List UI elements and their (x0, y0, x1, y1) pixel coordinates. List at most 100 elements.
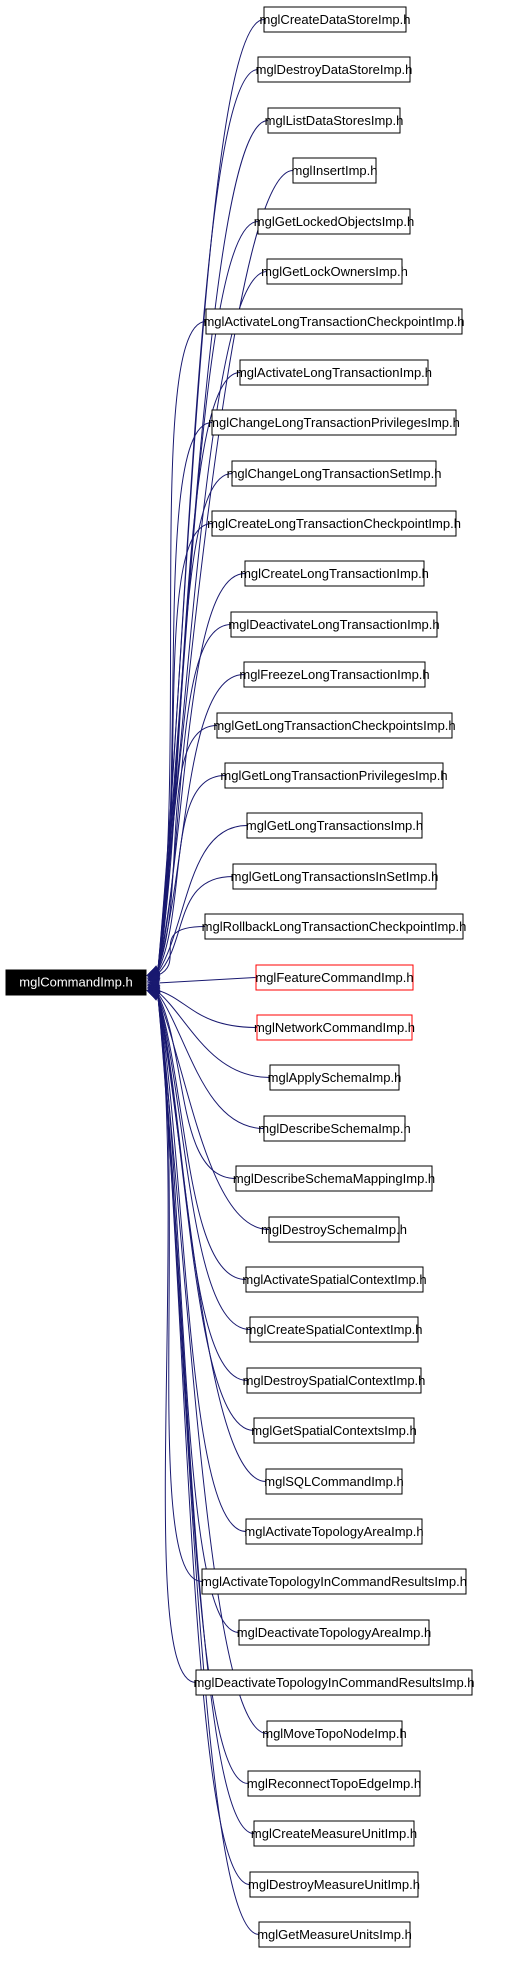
file-node[interactable]: mglDeactivateTopologyAreaImp.h (237, 1619, 431, 1646)
file-node[interactable]: mglDescribeSchemaMappingImp.h (233, 1165, 435, 1192)
file-node-box (245, 1518, 423, 1545)
file-node[interactable]: mglActivateTopologyAreaImp.h (244, 1518, 424, 1545)
file-node-box (195, 1669, 473, 1696)
file-node[interactable]: mglChangeLongTransactionSetImp.h (227, 460, 442, 487)
file-node-box (246, 1367, 422, 1394)
file-node-label: mglGetLongTransactionsImp.h (246, 818, 423, 833)
file-node-label: mglGetLockOwnersImp.h (261, 264, 408, 279)
file-node-box (257, 208, 411, 235)
file-node-label: mglFeatureCommandImp.h (255, 970, 413, 985)
dependency-edge (157, 991, 271, 1078)
file-node-label: mglGetMeasureUnitsImp.h (257, 1927, 412, 1942)
file-node[interactable]: mglDeactivateLongTransactionImp.h (228, 611, 440, 638)
file-node[interactable]: mglApplySchemaImp.h (268, 1064, 402, 1091)
file-node[interactable]: mglGetLongTransactionsInSetImp.h (231, 863, 439, 890)
file-node-label: mglSQLCommandImp.h (264, 1474, 403, 1489)
dependency-edge (157, 876, 234, 975)
file-node[interactable]: mglDestroySpatialContextImp.h (243, 1367, 426, 1394)
file-node[interactable]: mglGetLongTransactionsImp.h (246, 812, 423, 839)
file-node[interactable]: mglDestroyDataStoreImp.h (256, 56, 413, 83)
file-node-box (201, 1568, 467, 1595)
dependency-edge (157, 996, 268, 1734)
file-node-box (211, 510, 457, 537)
file-node-label: mglNetworkCommandImp.h (254, 1020, 415, 1035)
file-node-box (268, 1216, 400, 1243)
file-node[interactable]: mglCreateMeasureUnitImp.h (251, 1820, 417, 1847)
file-node-box (266, 258, 403, 285)
file-node-box (204, 913, 464, 940)
dependency-edge (157, 996, 247, 1532)
file-node-label: mglActivateTopologyInCommandResultsImp.h (201, 1574, 467, 1589)
nodes-layer: mglCreateDataStoreImp.h mglDestroyDataSto… (193, 6, 475, 1948)
file-node[interactable]: mglActivateTopologyInCommandResultsImp.h (201, 1568, 467, 1595)
file-node-box (239, 359, 429, 386)
file-node[interactable]: mglReconnectTopoEdgeImp.h (247, 1770, 421, 1797)
file-node-box (258, 1921, 411, 1948)
file-node[interactable]: mglDestroySchemaImp.h (261, 1216, 407, 1243)
file-node[interactable]: mglActivateLongTransactionCheckpointImp.… (203, 308, 465, 335)
dependency-edge (157, 996, 247, 1280)
file-node-label: mglDestroySchemaImp.h (261, 1222, 407, 1237)
file-node[interactable]: mglDeactivateTopologyInCommandResultsImp… (193, 1669, 475, 1696)
file-node[interactable]: mglGetLongTransactionPrivilegesImp.h (220, 762, 448, 789)
file-node-label: mglGetLongTransactionsInSetImp.h (231, 869, 439, 884)
dependency-edge (157, 993, 265, 1129)
file-node-box (211, 409, 457, 436)
dependency-edge (157, 996, 260, 1935)
file-node-box (216, 712, 453, 739)
file-node-box (292, 157, 377, 184)
file-node[interactable]: mglFeatureCommandImp.h (255, 964, 414, 991)
file-node[interactable]: mglCreateLongTransactionCheckpointImp.h (207, 510, 461, 537)
file-node[interactable]: mglDescribeSchemaImp.h (258, 1115, 411, 1142)
file-node-label: mglInsertImp.h (292, 163, 378, 178)
file-node-box (253, 1820, 415, 1847)
file-node[interactable]: mglSQLCommandImp.h (264, 1468, 404, 1495)
file-node[interactable]: mglNetworkCommandImp.h (254, 1014, 415, 1041)
dependency-edge (157, 996, 251, 1330)
file-node-box (256, 1014, 413, 1041)
file-node[interactable]: mglGetMeasureUnitsImp.h (257, 1921, 412, 1948)
file-node-box (246, 812, 423, 839)
file-node-label: mglGetLongTransactionPrivilegesImp.h (220, 768, 447, 783)
file-node-label: mglRollbackLongTransactionCheckpointImp.… (202, 919, 467, 934)
file-node-label: mglCreateLongTransactionImp.h (240, 566, 429, 581)
file-node[interactable]: mglDestroyMeasureUnitImp.h (248, 1871, 420, 1898)
file-node[interactable]: mglChangeLongTransactionPrivilegesImp.h (208, 409, 460, 436)
root-node[interactable]: mglCommandImp.h (5, 969, 147, 996)
dependency-edge (157, 996, 267, 1482)
file-node-label: mglDescribeSchemaImp.h (258, 1121, 410, 1136)
file-node-label: mglGetLongTransactionCheckpointsImp.h (213, 718, 455, 733)
file-node[interactable]: mglInsertImp.h (292, 157, 378, 184)
file-node[interactable]: mglFreezeLongTransactionImp.h (239, 661, 430, 688)
file-node[interactable]: mglGetLockOwnersImp.h (261, 258, 408, 285)
file-node-box (263, 1115, 406, 1142)
file-node[interactable]: mglCreateSpatialContextImp.h (245, 1316, 423, 1343)
file-node[interactable]: mglCreateLongTransactionImp.h (240, 560, 429, 587)
file-node[interactable]: mglGetLockedObjectsImp.h (254, 208, 414, 235)
dependency-edge (157, 926, 206, 976)
file-node-label: mglChangeLongTransactionSetImp.h (227, 466, 442, 481)
file-node[interactable]: mglListDataStoresImp.h (265, 107, 404, 134)
file-node[interactable]: mglActivateSpatialContextImp.h (242, 1266, 427, 1293)
dependency-edge (157, 996, 255, 1431)
dependency-edge (157, 989, 258, 1028)
file-node[interactable]: mglMoveTopoNodeImp.h (262, 1720, 407, 1747)
dependency-edge (157, 321, 207, 970)
file-node[interactable]: mglActivateLongTransactionImp.h (236, 359, 432, 386)
file-node[interactable]: mglGetSpatialContextsImp.h (251, 1417, 417, 1444)
file-node[interactable]: mglGetLongTransactionCheckpointsImp.h (213, 712, 456, 739)
file-node[interactable]: mglCreateDataStoreImp.h (259, 6, 411, 33)
file-node-label: mglActivateSpatialContextImp.h (242, 1272, 426, 1287)
file-node[interactable]: mglRollbackLongTransactionCheckpointImp.… (202, 913, 467, 940)
dependency-edge (157, 725, 218, 970)
file-node-box (224, 762, 444, 789)
file-node-label: mglCreateDataStoreImp.h (259, 12, 410, 27)
file-node-box (249, 1871, 419, 1898)
file-node-box (231, 460, 437, 487)
file-node-label: mglGetSpatialContextsImp.h (251, 1423, 416, 1438)
file-node-box (263, 6, 407, 33)
file-node-label: mglCreateLongTransactionCheckpointImp.h (207, 516, 461, 531)
file-node-box (247, 1770, 421, 1797)
file-node-label: mglCreateSpatialContextImp.h (245, 1322, 422, 1337)
file-node-label: mglDeactivateTopologyInCommandResultsImp… (193, 1675, 474, 1690)
